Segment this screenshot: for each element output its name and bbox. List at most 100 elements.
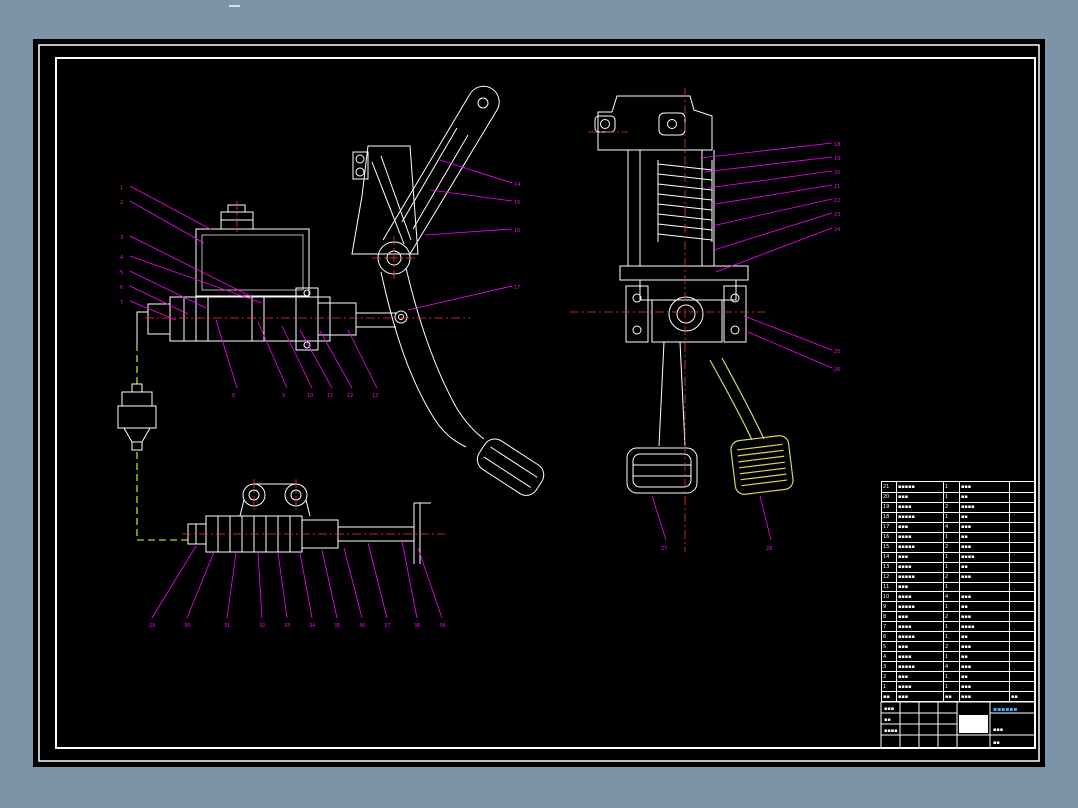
- bom-cell: 5: [883, 643, 887, 650]
- pedal-pad-side: [476, 438, 545, 496]
- bom-row: 6▪▪▪▪▪1▪▪: [882, 631, 1034, 642]
- bom-cell: [1009, 542, 1034, 552]
- outlet-fitting: [147, 303, 171, 335]
- bom-cell: 12: [883, 574, 890, 581]
- bom-cell: ▪▪▪: [896, 492, 943, 502]
- bom-cell: 4: [883, 653, 887, 660]
- bom-cell: 7: [883, 623, 887, 630]
- bom-row: 8▪▪▪2▪▪▪: [882, 611, 1034, 622]
- bom-cell: [959, 582, 1009, 592]
- callout-label: 12: [347, 393, 353, 399]
- bom-cell: 2: [883, 673, 887, 680]
- callout-label: 11: [327, 393, 333, 399]
- bom-cell: ▪▪▪: [896, 612, 943, 622]
- callout-label: 1: [120, 185, 123, 191]
- bom-cell: ▪▪: [959, 632, 1009, 642]
- bom-row: 9▪▪▪▪▪1▪▪: [882, 601, 1034, 612]
- bom-cell: 13: [883, 564, 890, 571]
- callout-label: 37: [384, 623, 390, 629]
- bom-cell: ▪▪: [959, 652, 1009, 662]
- bom-cell: 8: [883, 613, 887, 620]
- hydraulic-line: [136, 344, 190, 541]
- callout-label: 28: [766, 546, 772, 552]
- bom-cell: [1009, 532, 1034, 542]
- bom-cell: 1: [943, 652, 959, 662]
- bom-cell: [1009, 582, 1034, 592]
- bom-row: 16▪▪▪▪1▪▪: [882, 531, 1034, 542]
- callout-labels: 1 2 3 4 5 6 7 8 9 10 11 12 13 14 15 16 1…: [120, 142, 840, 629]
- bom-cell: ▪▪▪▪▪: [896, 632, 943, 642]
- bom-cell: ▪▪▪: [896, 582, 943, 592]
- bom-cell: 4: [943, 662, 959, 672]
- bom-cell: 4: [943, 522, 959, 532]
- callout-label: 8: [232, 393, 235, 399]
- callout-label: 18: [834, 142, 840, 148]
- bom-cell: 1: [943, 512, 959, 522]
- bom-cell: [1009, 502, 1034, 512]
- bom-row: 11▪▪▪1: [882, 581, 1034, 592]
- bom-cell: [1009, 622, 1034, 632]
- outer-border: [38, 44, 1040, 762]
- pedal-arm-lower: [380, 267, 485, 448]
- bom-cell: 17: [883, 524, 890, 531]
- bom-cell: 1: [943, 532, 959, 542]
- bom-cell: [1009, 652, 1034, 662]
- callout-label: 15: [514, 200, 520, 206]
- bom-cell: 4: [943, 592, 959, 602]
- bom-cell: ▪▪▪: [959, 612, 1009, 622]
- drawing-frame: [33, 39, 1045, 767]
- bom-row: 12 ▪▪▪▪▪2▪▪▪: [882, 571, 1034, 582]
- bom-cell: ▪▪▪: [959, 692, 1009, 701]
- bom-cell: ▪▪▪▪: [896, 622, 943, 632]
- screen-artifact: [229, 5, 240, 7]
- bom-row: 5▪▪▪2▪▪▪: [882, 641, 1034, 652]
- callout-label: 29: [149, 623, 155, 629]
- bom-cell: 2: [943, 572, 959, 582]
- callout-label: 31: [224, 623, 230, 629]
- bom-cell: ▪▪: [959, 492, 1009, 502]
- pivot-hub: [625, 279, 747, 343]
- bom-cell: ▪▪▪▪: [896, 562, 943, 572]
- callout-label: 27: [661, 546, 667, 552]
- bom-cell: ▪▪▪▪▪: [896, 572, 943, 582]
- bom-cell: ▪▪: [959, 672, 1009, 682]
- bom-row: 1▪▪▪▪1▪▪▪: [882, 681, 1034, 692]
- check-valve: [117, 383, 157, 451]
- bom-cell: [1009, 672, 1034, 682]
- bom-row: 13▪▪▪▪1▪▪: [882, 561, 1034, 572]
- bom-cell: ▪▪▪▪▪: [896, 542, 943, 552]
- bom-row: 20▪▪▪1▪▪: [882, 491, 1034, 502]
- bom-cell: [1009, 632, 1034, 642]
- bottom-view-centerlines: [182, 479, 445, 535]
- bom-cell: ▪▪▪: [959, 572, 1009, 582]
- callout-label: 26: [834, 367, 840, 373]
- bom-cell: ▪▪▪: [959, 662, 1009, 672]
- bom-cell: ▪▪: [959, 532, 1009, 542]
- bom-cell: ▪▪▪▪: [959, 622, 1009, 632]
- bom-cell: ▪▪▪▪▪: [896, 512, 943, 522]
- bom-cell: [1009, 492, 1034, 502]
- bom-cell: ▪▪▪: [896, 642, 943, 652]
- callout-label: 10: [307, 393, 313, 399]
- bom-cell: 6: [883, 633, 887, 640]
- bom-row: 10▪▪▪▪4▪▪▪: [882, 591, 1034, 602]
- drawing-number: ▪▪▪▪▪▪: [993, 706, 1017, 713]
- bom-cell: 1: [943, 602, 959, 612]
- callout-label: 4: [120, 255, 123, 261]
- bom-cell: 1: [943, 582, 959, 592]
- bom-row: 19▪▪▪▪2▪▪▪▪: [882, 501, 1034, 512]
- bom-cell: 2: [943, 542, 959, 552]
- bom-row: 17▪▪▪4▪▪▪: [882, 521, 1034, 532]
- side-view-centerlines: [145, 201, 470, 319]
- bom-cell: [1009, 662, 1034, 672]
- bom-row: 3▪▪▪▪▪4▪▪▪: [882, 661, 1034, 672]
- bom-cell: 20: [883, 494, 890, 501]
- bom-cell: ▪▪▪▪▪: [896, 662, 943, 672]
- bom-cell: ▪▪▪▪: [896, 592, 943, 602]
- title-block: ▪▪▪▪▪▪ ▪▪▪ ▪▪ ▪▪▪▪ ▪▪▪ ▪▪: [880, 701, 1036, 749]
- bom-cell: [1009, 602, 1034, 612]
- bom-cell: 1: [943, 682, 959, 692]
- callout-label: 38: [414, 623, 420, 629]
- bom-cell: ▪▪▪▪▪: [896, 482, 943, 492]
- bom-cell: ▪▪: [943, 692, 959, 701]
